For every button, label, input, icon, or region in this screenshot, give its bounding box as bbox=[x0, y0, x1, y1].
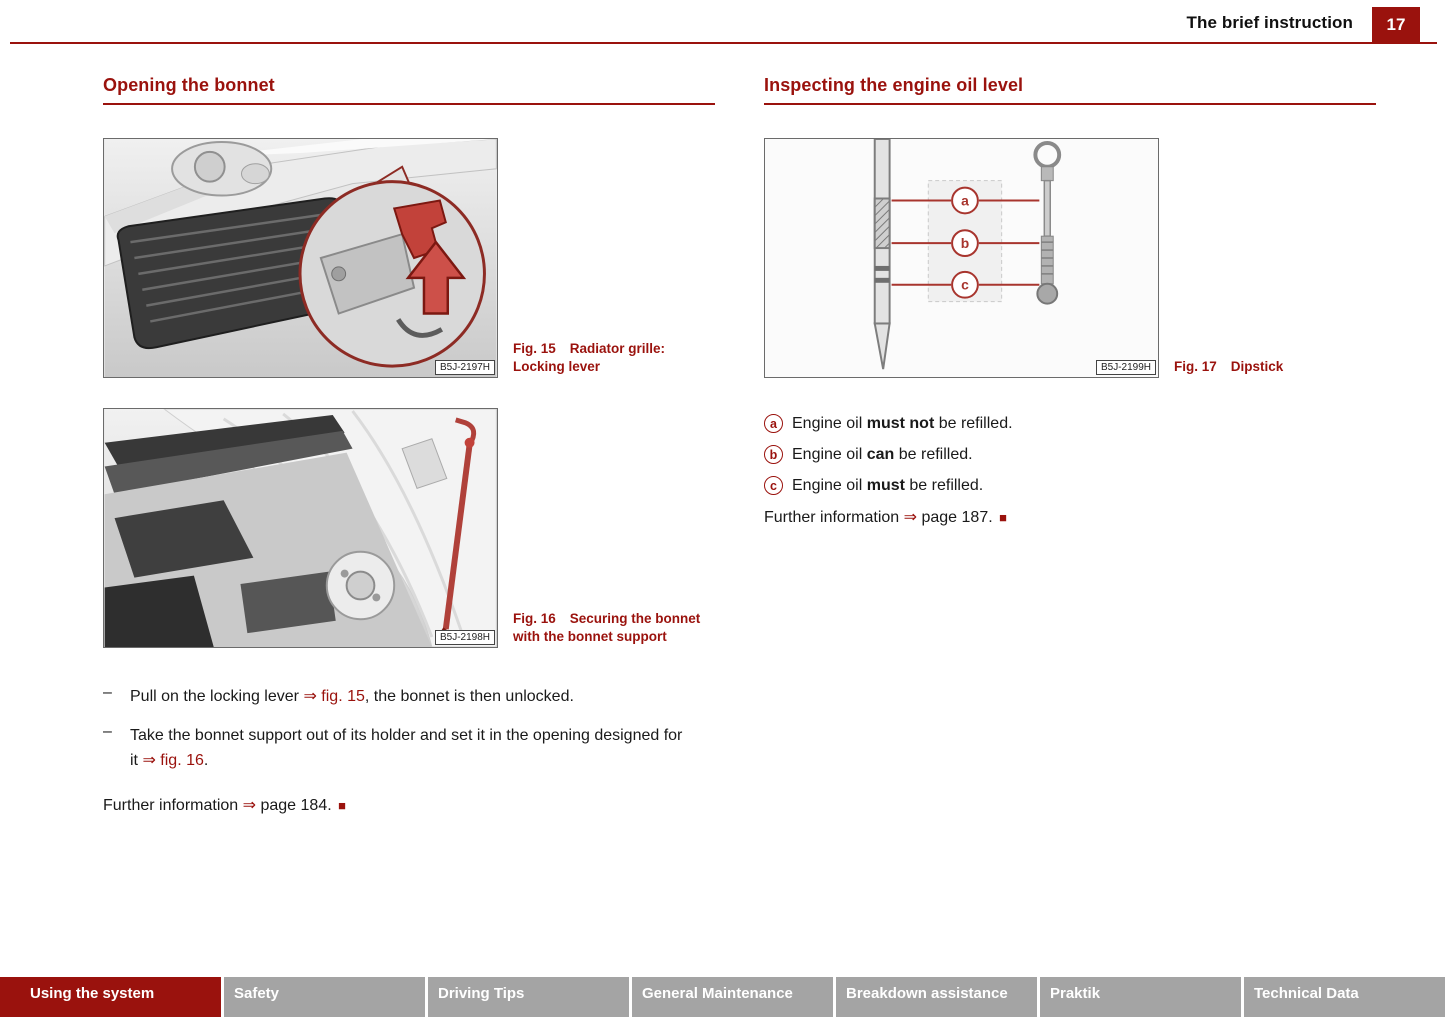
fig17-image-code: B5J-2199H bbox=[1095, 360, 1156, 375]
fig16-label: Fig. 16 bbox=[513, 611, 556, 626]
further-information-right: Further information ⇒ page 187. ■ bbox=[764, 509, 1007, 526]
page-187-crossref-link[interactable]: page 187. bbox=[921, 509, 993, 526]
fig15-image-code: B5J-2197H bbox=[434, 360, 495, 375]
fig16-image-code: B5J-2198H bbox=[434, 630, 495, 645]
footer-tab-breakdown-assistance[interactable]: Breakdown assistance bbox=[836, 977, 1037, 1017]
step-text: Take the bonnet support out of its holde… bbox=[130, 727, 683, 769]
instruction-step-2: – Take the bonnet support out of its hol… bbox=[103, 723, 715, 773]
section-end-marker: ■ bbox=[999, 510, 1007, 525]
section-end-marker: ■ bbox=[338, 798, 346, 813]
radiator-grille-illustration bbox=[104, 139, 497, 377]
fig16-caption-line1: Securing the bonnet bbox=[569, 611, 701, 626]
figure-15: B5J-2197H Fig. 15 Radiator grille: Lockin… bbox=[103, 138, 715, 378]
dipstick-label-b: b bbox=[961, 235, 969, 251]
step-text: Pull on the locking lever ⇒ fig. 15, the… bbox=[130, 688, 574, 705]
figure-16: B5J-2198H Fig. 16 Securing the bonnet wit… bbox=[103, 408, 715, 648]
fig17-caption: Fig. 17 Dipstick bbox=[1174, 358, 1374, 378]
oil-level-list: a Engine oil must not be refilled. b Eng… bbox=[764, 414, 1376, 495]
oil-level-text: Engine oil must not be refilled. bbox=[792, 414, 1013, 432]
page-number: 17 bbox=[1386, 14, 1406, 34]
oil-level-item-c: c Engine oil must be refilled. bbox=[764, 476, 1376, 495]
step-bullet: – bbox=[103, 684, 112, 701]
footer-tab-technical-data[interactable]: Technical Data bbox=[1244, 977, 1445, 1017]
section-inspecting-engine-oil: Inspecting the engine oil level bbox=[764, 75, 1376, 527]
footer-tab-praktik[interactable]: Praktik bbox=[1040, 977, 1241, 1017]
fig15-illustration: B5J-2197H bbox=[103, 138, 498, 378]
figure-17: a b c B5J-2199H Fig. 17 Dipstick bbox=[764, 138, 1376, 378]
fig15-caption: Fig. 15 Radiator grille: Locking lever bbox=[513, 340, 713, 378]
fig17-caption-line1: Dipstick bbox=[1230, 359, 1284, 374]
dipstick-label-c: c bbox=[961, 277, 969, 293]
page-184-crossref-link[interactable]: page 184. bbox=[260, 797, 332, 814]
footer-tab-safety[interactable]: Safety bbox=[224, 977, 425, 1017]
bonnet-support-illustration bbox=[104, 409, 497, 647]
fig16-crossref-link[interactable]: ⇒ fig. 16 bbox=[142, 752, 204, 769]
oil-level-letter-b: b bbox=[764, 445, 783, 464]
footer-tab-general-maintenance[interactable]: General Maintenance bbox=[632, 977, 833, 1017]
oil-level-item-a: a Engine oil must not be refilled. bbox=[764, 414, 1376, 433]
oil-level-item-b: b Engine oil can be refilled. bbox=[764, 445, 1376, 464]
step-bullet: – bbox=[103, 723, 112, 740]
instruction-step-1: – Pull on the locking lever ⇒ fig. 15, t… bbox=[103, 684, 715, 709]
further-information-left: Further information ⇒ page 184. ■ bbox=[103, 797, 346, 814]
oil-level-text: Engine oil can be refilled. bbox=[792, 445, 973, 463]
chapter-title: The brief instruction bbox=[1186, 13, 1353, 32]
oil-level-letter-c: c bbox=[764, 476, 783, 495]
oil-level-letter-a: a bbox=[764, 414, 783, 433]
footer-tab-driving-tips[interactable]: Driving Tips bbox=[428, 977, 629, 1017]
dipstick-diagram: a b c bbox=[765, 139, 1158, 377]
fig16-caption: Fig. 16 Securing the bonnet with the bonn… bbox=[513, 610, 713, 648]
page-ref-arrow: ⇒ bbox=[903, 509, 918, 526]
footer-tab-using-the-system[interactable]: Using the system bbox=[0, 977, 221, 1017]
section-heading-right: Inspecting the engine oil level bbox=[764, 75, 1376, 105]
fig15-caption-line2: Locking lever bbox=[513, 359, 601, 374]
dipstick-label-a: a bbox=[961, 192, 969, 208]
fig16-caption-line2: with the bonnet support bbox=[513, 629, 667, 644]
oil-level-text: Engine oil must be refilled. bbox=[792, 476, 984, 494]
fig15-label: Fig. 15 bbox=[513, 341, 556, 356]
page-number-badge: 17 bbox=[1372, 7, 1420, 42]
footer-tab-bar: Using the system Safety Driving Tips Gen… bbox=[0, 977, 1445, 1017]
instruction-list: – Pull on the locking lever ⇒ fig. 15, t… bbox=[103, 684, 715, 773]
page-ref-arrow: ⇒ bbox=[242, 797, 257, 814]
fig15-crossref-link[interactable]: ⇒ fig. 15 bbox=[303, 688, 365, 705]
section-opening-the-bonnet: Opening the bonnet bbox=[103, 75, 715, 815]
fig17-illustration: a b c B5J-2199H bbox=[764, 138, 1159, 378]
section-heading-left: Opening the bonnet bbox=[103, 75, 715, 105]
fig15-caption-line1: Radiator grille: bbox=[569, 341, 666, 356]
header-divider bbox=[10, 42, 1437, 44]
fig17-label: Fig. 17 bbox=[1174, 359, 1217, 374]
fig16-illustration: B5J-2198H bbox=[103, 408, 498, 648]
